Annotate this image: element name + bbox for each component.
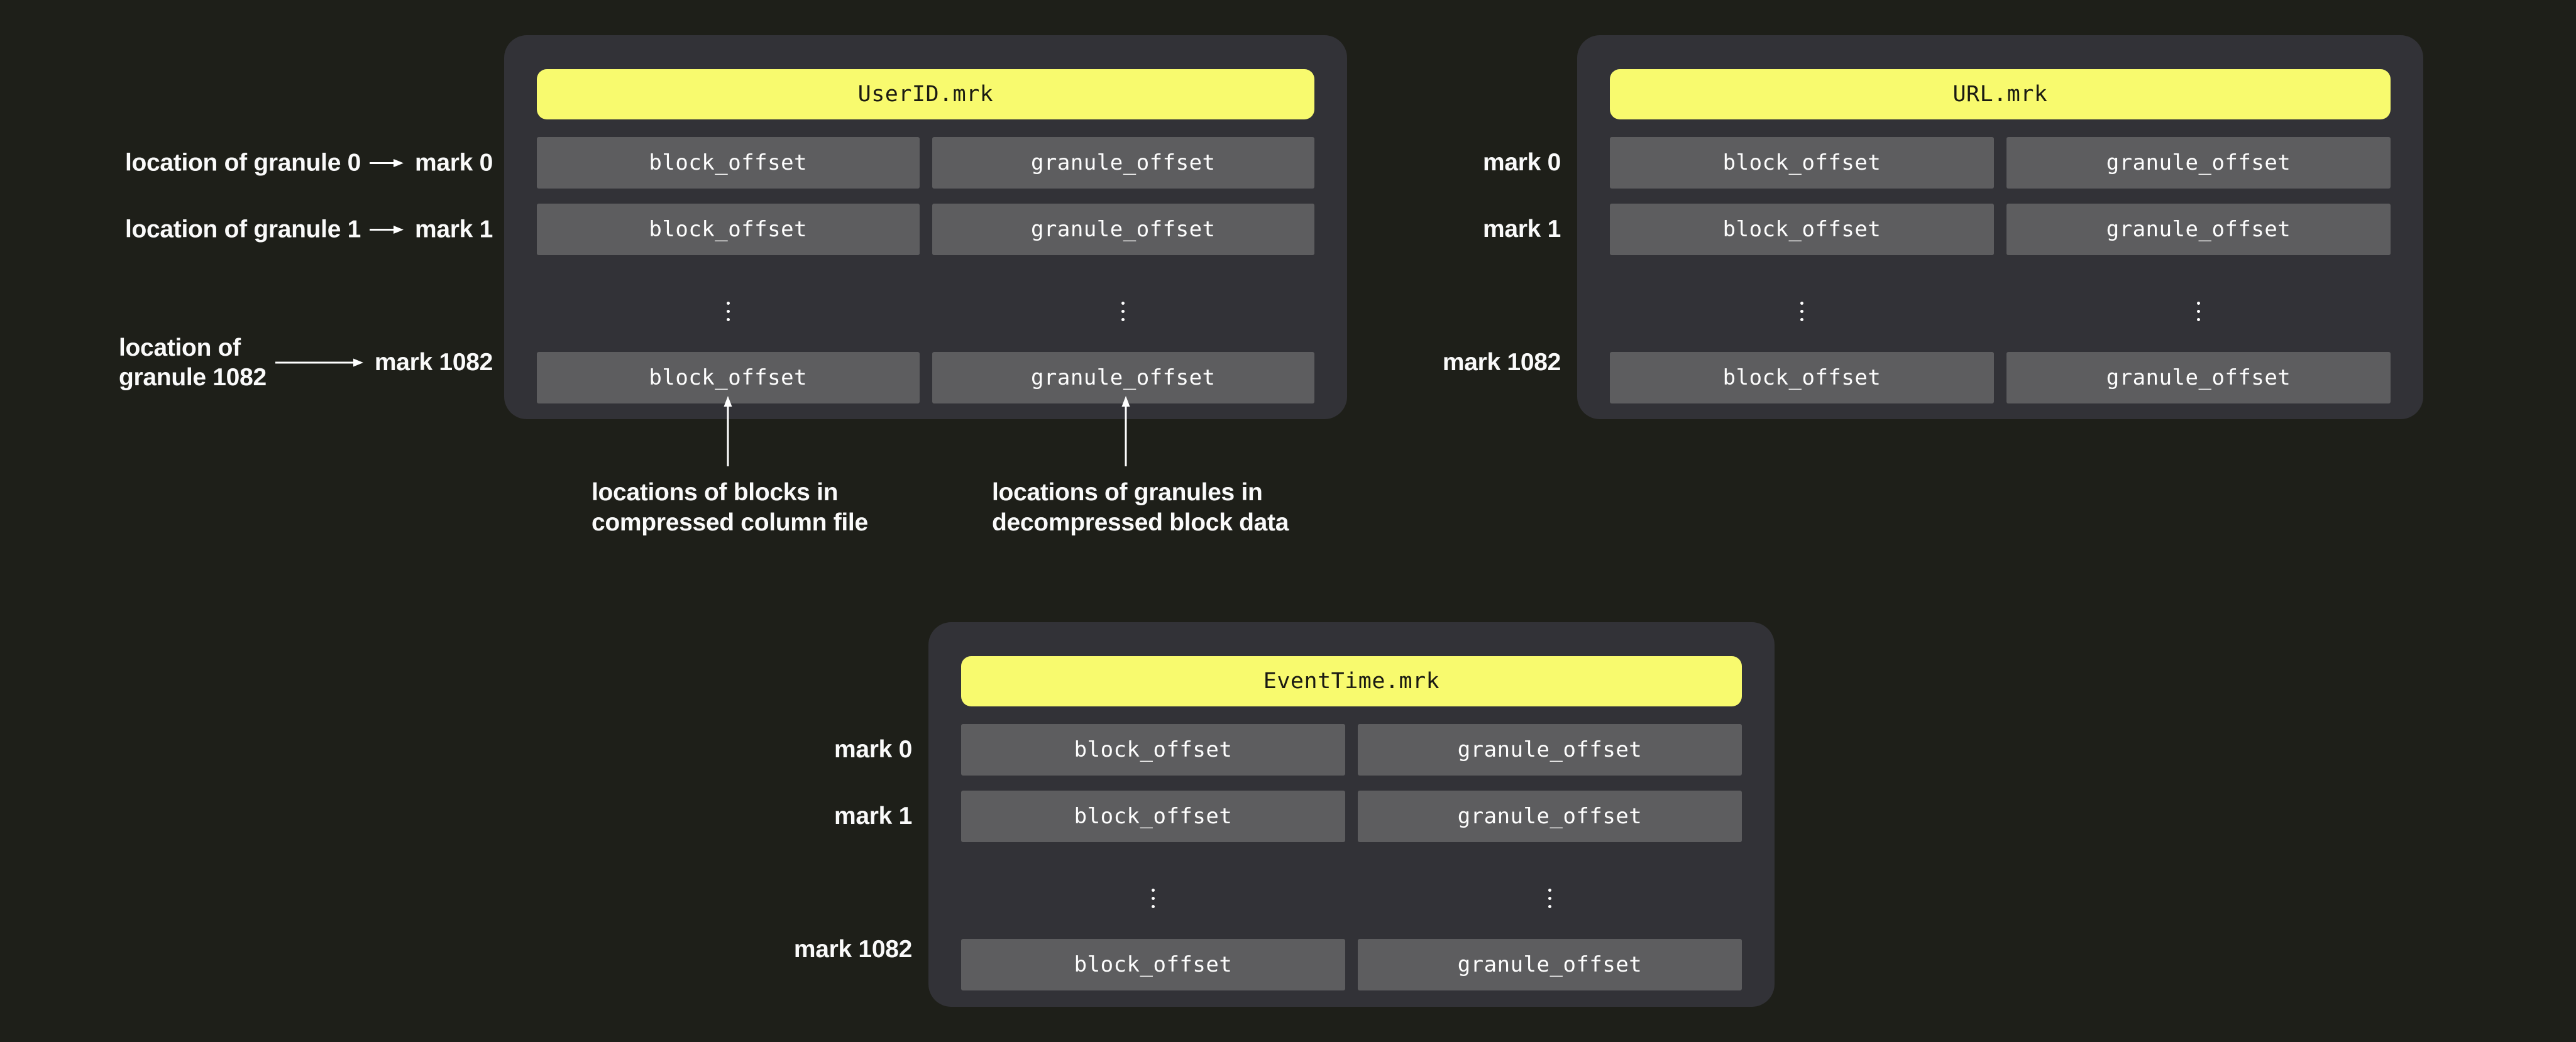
vertical-ellipsis-icon (1800, 301, 1803, 321)
block-offset-cell: block_offset (961, 791, 1345, 842)
mark-label: mark 1 (415, 216, 493, 243)
block-offset-cell: block_offset (537, 352, 920, 403)
granule-offset-cell: granule_offset (2006, 137, 2391, 189)
block-offset-cell: block_offset (961, 939, 1345, 990)
granule-location-label: location of granule 1 (124, 216, 361, 243)
vertical-ellipsis-icon (1548, 888, 1551, 908)
ellipsis-row (1610, 270, 2391, 352)
block-offset-cell: block_offset (961, 724, 1345, 776)
vertical-ellipsis-icon (1152, 888, 1155, 908)
arrow-right-icon (370, 158, 404, 167)
granule-offset-cell: granule_offset (932, 204, 1314, 255)
arrow-right-icon (275, 358, 363, 367)
mark-row-label: mark 1082 (1443, 349, 1561, 376)
granule-offset-cell: granule_offset (2006, 204, 2391, 255)
mark-row-label: location of granule 0 mark 0 (125, 148, 493, 178)
block-offset-cell: block_offset (537, 204, 920, 255)
vertical-ellipsis-icon (1121, 301, 1125, 321)
ellipsis-row (961, 857, 1742, 939)
mark-label: mark 1082 (374, 349, 493, 376)
mark-label: mark 1 (834, 803, 912, 830)
arrow-up-icon (724, 396, 732, 466)
arrow-up-icon (1121, 396, 1130, 466)
vertical-ellipsis-icon (726, 301, 730, 321)
mark-label: mark 1082 (1442, 349, 1561, 376)
granule-offset-cell: granule_offset (2006, 352, 2391, 403)
mark-file-title-pill: URL.mrk (1610, 69, 2391, 119)
granule-offset-cell: granule_offset (1358, 791, 1742, 842)
mark-file-title: EventTime.mrk (1263, 669, 1440, 694)
mark-label: mark 1082 (793, 936, 912, 963)
mark-label: mark 0 (415, 149, 493, 176)
mark-file-title: UserID.mrk (857, 82, 994, 107)
granule-location-label: location of granule 0 (124, 149, 361, 177)
vertical-ellipsis-icon (2197, 301, 2200, 321)
block-offset-cell: block_offset (537, 137, 920, 189)
block-offset-cell: block_offset (1610, 137, 1994, 189)
block-offset-cell: block_offset (1610, 352, 1994, 403)
granule-offset-cell: granule_offset (932, 352, 1314, 403)
mark-row-label: location of granule 1 mark 1 (125, 215, 493, 244)
mark-row-label: mark 1 (834, 803, 912, 830)
mark-row-label: mark 1082 (794, 936, 912, 963)
annotation-arrow (722, 396, 734, 469)
mark-row-label: mark 1 (1483, 216, 1561, 243)
mark-label: mark 1 (1483, 216, 1561, 243)
mark-file-title: URL.mrk (1952, 82, 2048, 107)
mark-label: mark 0 (834, 736, 912, 763)
granule-offset-cell: granule_offset (1358, 939, 1742, 990)
arrow-right-icon (370, 225, 404, 234)
mark-row: block_offset granule_offset (961, 791, 1742, 842)
mark-row-label: mark 0 (1483, 149, 1561, 177)
ellipsis-row (537, 270, 1314, 352)
mark-label: mark 0 (1483, 149, 1561, 176)
mark-file-title-pill: EventTime.mrk (961, 656, 1742, 706)
granule-offset-cell: granule_offset (1358, 724, 1742, 776)
mark-row-label: mark 0 (834, 736, 912, 764)
granule-offset-cell: granule_offset (932, 137, 1314, 189)
mark-row: block_offset granule_offset (961, 939, 1742, 990)
mark-file-title-pill: UserID.mrk (537, 69, 1314, 119)
annotation-arrow (1120, 396, 1132, 469)
block-offset-cell: block_offset (1610, 204, 1994, 255)
